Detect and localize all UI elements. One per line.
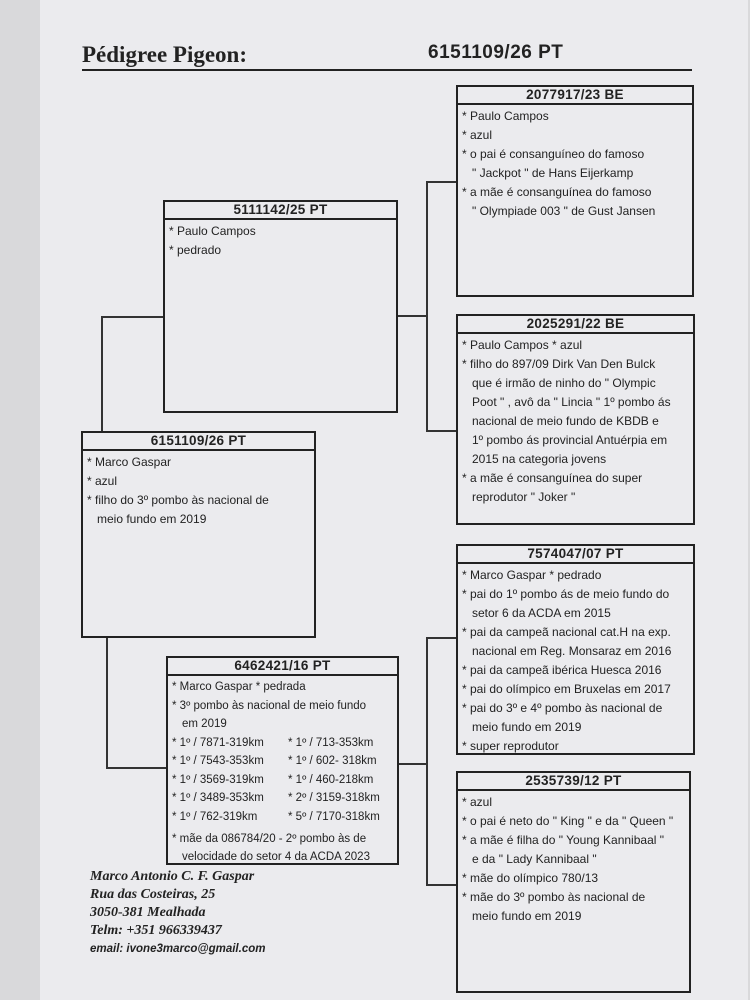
connector-line <box>106 767 168 769</box>
maternal-grandfather-ring: 7574047/07 PT <box>458 546 693 564</box>
ff-line: * a mãe é consanguínea do famoso <box>462 185 652 199</box>
mother-results: * 1º / 7871-319km * 1º / 7543-353km * 1º… <box>172 734 391 830</box>
mother-line: * 3º pombo às nacional de meio fundo <box>172 699 367 712</box>
pigeon-line: * filho do 3º pombo às nacional de <box>87 493 269 507</box>
pigeon-line: meio fundo em 2019 <box>97 512 207 526</box>
paternal-grandfather-ring: 2077917/23 BE <box>458 87 692 105</box>
maternal-grandmother-details: * azul * o pai é neto do " King " e da "… <box>458 791 689 926</box>
fm-line: Poot " , avô da " Lincia " 1º pombo ás <box>472 395 671 409</box>
mother-box: 6462421/16 PT * Marco Gaspar * pedrada *… <box>166 656 399 865</box>
pigeon-ring: 6151109/26 PT <box>83 433 314 451</box>
connector-line <box>426 181 428 431</box>
father-ring: 5111142/25 PT <box>165 202 396 220</box>
mf-line: * super reprodutor <box>462 739 559 753</box>
connector-line <box>426 637 458 639</box>
paternal-grandmother-ring: 2025291/22 BE <box>458 316 693 334</box>
mf-line: * pai do olímpico em Bruxelas em 2017 <box>462 682 671 696</box>
ff-line: " Jackpot " de Hans Eijerkamp <box>472 166 634 180</box>
breeder-city: 3050-381 Mealhada <box>90 905 206 920</box>
maternal-grandfather-details: * Marco Gaspar * pedrado * pai do 1º pom… <box>458 564 693 756</box>
mother-line: velocidade do setor 4 da ACDA 2023 <box>182 851 370 863</box>
result-item: * 5º / 7170-318km <box>288 810 380 823</box>
mm-line: * a mãe é filha do " Young Kannibaal " <box>462 833 665 847</box>
result-item: * 1º / 3569-319km <box>172 773 264 786</box>
fm-line: 1º pombo ás provincial Antuérpia em <box>472 433 668 447</box>
mother-line: em 2019 <box>182 718 227 730</box>
fm-line: que é irmão de ninho do " Olympic <box>472 376 656 390</box>
ff-line: * azul <box>462 128 493 142</box>
mother-ring: 6462421/16 PT <box>168 658 397 676</box>
father-line: * pedrado <box>169 243 222 257</box>
title-underline <box>82 69 692 71</box>
pigeon-line: * Marco Gaspar <box>87 455 172 469</box>
connector-line <box>101 316 165 318</box>
page-title: Pédigree Pigeon: <box>82 42 247 67</box>
paternal-grandfather-details: * Paulo Campos * azul * o pai é consangu… <box>458 105 692 221</box>
result-item: * 1º / 460-218km <box>288 773 374 786</box>
breeder-phone: Telm: +351 966339437 <box>90 923 222 938</box>
mf-line: meio fundo em 2019 <box>472 720 582 734</box>
father-details: * Paulo Campos * pedrado <box>165 220 396 260</box>
result-item: * 1º / 713-353km <box>288 736 374 749</box>
mm-line: * o pai é neto do " King " e da " Queen … <box>462 814 674 828</box>
mm-line: e da " Lady Kannibaal " <box>472 852 597 866</box>
result-item: * 1º / 7871-319km <box>172 736 264 749</box>
header-ring-number: 6151109/26 PT <box>428 42 564 63</box>
result-item: * 1º / 3489-353km <box>172 792 264 804</box>
mf-line: setor 6 da ACDA em 2015 <box>472 606 611 620</box>
father-line: * Paulo Campos <box>169 224 256 238</box>
results-column-left: * 1º / 7871-319km * 1º / 7543-353km * 1º… <box>172 734 264 827</box>
result-item: * 2º / 3159-318km <box>288 792 380 804</box>
mother-line: * Marco Gaspar * pedrada <box>172 681 306 693</box>
connector-line <box>426 637 428 885</box>
breeder-name: Marco Antonio C. F. Gaspar <box>90 869 255 884</box>
connector-line <box>426 430 458 432</box>
mf-line: * pai da campeã ibérica Huesca 2016 <box>462 663 662 677</box>
connector-line <box>426 884 458 886</box>
results-column-right: * 1º / 713-353km * 1º / 602- 318km * 1º … <box>288 734 380 827</box>
fm-line: * Paulo Campos * azul <box>462 338 583 352</box>
result-item: * 1º / 602- 318km <box>288 755 377 767</box>
ff-line: * o pai é consanguíneo do famoso <box>462 147 645 161</box>
mf-line: * pai da campeã nacional cat.H na exp. <box>462 625 671 639</box>
mm-line: meio fundo em 2019 <box>472 909 582 923</box>
mm-line: * azul <box>462 795 493 809</box>
result-item: * 1º / 762-319km <box>172 810 258 823</box>
ff-line: " Olympiade 003 " de Gust Jansen <box>472 204 656 218</box>
mm-line: * mãe do 3º pombo às nacional de <box>462 890 646 904</box>
ff-line: * Paulo Campos <box>462 109 549 123</box>
mf-line: * Marco Gaspar * pedrado <box>462 568 602 582</box>
pigeon-box: 6151109/26 PT * Marco Gaspar * azul * fi… <box>81 431 316 638</box>
connector-line <box>106 637 108 769</box>
connector-line <box>426 181 458 183</box>
connector-line <box>101 316 103 432</box>
breeder-contact: Marco Antonio C. F. Gaspar Rua das Coste… <box>90 868 265 958</box>
paternal-grandfather-box: 2077917/23 BE * Paulo Campos * azul * o … <box>456 85 694 297</box>
result-item: * 1º / 7543-353km <box>172 755 264 767</box>
breeder-email: email: ivone3marco@gmail.com <box>90 943 266 955</box>
maternal-grandmother-ring: 2535739/12 PT <box>458 773 689 791</box>
mother-line: * mãe da 086784/20 - 2º pombo às de <box>172 832 367 845</box>
maternal-grandmother-box: 2535739/12 PT * azul * o pai é neto do "… <box>456 771 691 993</box>
connector-line <box>397 315 427 317</box>
father-box: 5111142/25 PT * Paulo Campos * pedrado <box>163 200 398 413</box>
fm-line: 2015 na categoria jovens <box>472 452 607 466</box>
fm-line: * a mãe é consanguínea do super <box>462 471 643 485</box>
pigeon-details: * Marco Gaspar * azul * filho do 3º pomb… <box>83 451 314 529</box>
fm-line: nacional de meio fundo de KBDB e <box>472 414 659 428</box>
mf-line: * pai do 3º e 4º pombo às nacional de <box>462 701 663 715</box>
breeder-street: Rua das Costeiras, 25 <box>90 887 216 902</box>
fm-line: * filho do 897/09 Dirk Van Den Bulck <box>462 357 656 371</box>
mother-details: * Marco Gaspar * pedrada * 3º pombo às n… <box>168 676 397 867</box>
mm-line: * mãe do olímpico 780/13 <box>462 871 599 885</box>
mf-line: * pai do 1º pombo ás de meio fundo do <box>462 587 670 601</box>
paternal-grandmother-box: 2025291/22 BE * Paulo Campos * azul * fi… <box>456 314 695 525</box>
fm-line: reprodutor " Joker " <box>472 490 576 504</box>
mf-line: nacional em Reg. Monsaraz em 2016 <box>472 644 672 658</box>
maternal-grandfather-box: 7574047/07 PT * Marco Gaspar * pedrado *… <box>456 544 695 755</box>
paternal-grandmother-details: * Paulo Campos * azul * filho do 897/09 … <box>458 334 693 507</box>
connector-line <box>398 763 427 765</box>
pigeon-line: * azul <box>87 474 118 488</box>
